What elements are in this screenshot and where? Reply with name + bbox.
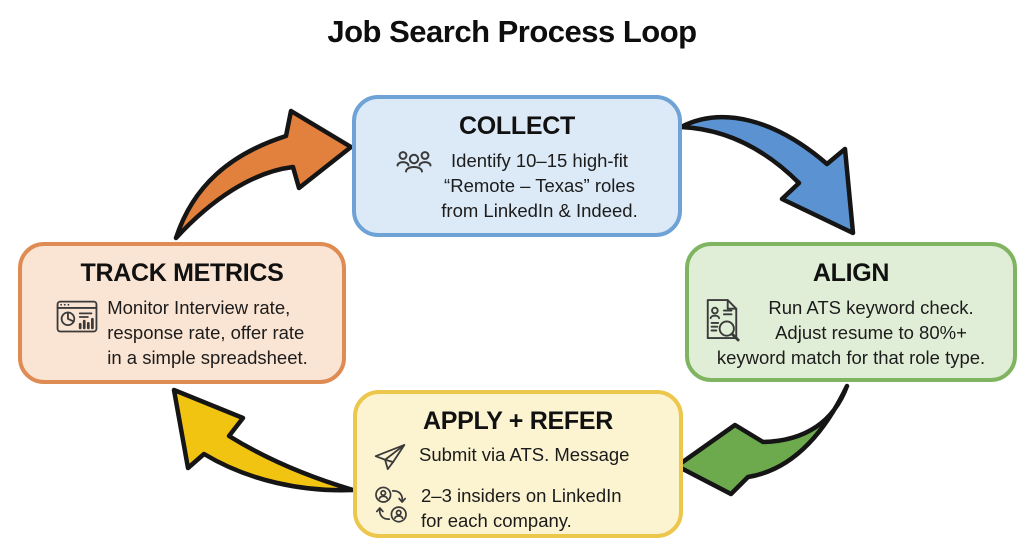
collect-line: from LinkedIn & Indeed.	[441, 200, 638, 221]
dashboard-icon	[56, 298, 98, 370]
collect-line: “Remote – Texas” roles	[444, 175, 635, 196]
page-title: Job Search Process Loop	[327, 14, 697, 49]
track-metrics-line: response rate, offer rate	[107, 322, 305, 343]
align-to-apply-arrow	[674, 383, 850, 497]
apply-refer-box: APPLY + REFER Submit via ATS. Message	[353, 390, 683, 538]
align-title: ALIGN	[812, 259, 890, 287]
align-line: Run ATS keyword check.	[768, 297, 974, 318]
track-metrics-title: TRACK METRICS	[80, 259, 284, 287]
apply-to-track-arrow	[171, 387, 356, 493]
apply-refer-title: APPLY + REFER	[423, 407, 613, 435]
apply-line: for each company.	[421, 510, 572, 531]
align-box: ALIGN Run ATS keyword check. Adjust resu…	[685, 242, 1017, 382]
collect-to-align-arrow	[678, 115, 856, 236]
apply-line: Submit via ATS. Message	[419, 444, 630, 465]
track-metrics-line: Monitor Interview rate,	[107, 297, 291, 318]
people-group-icon	[396, 148, 432, 223]
track-metrics-line: in a simple spreadsheet.	[107, 347, 308, 368]
referral-icon	[373, 484, 409, 532]
collect-title: COLLECT	[459, 112, 575, 140]
align-line: keyword match for that role type.	[716, 347, 986, 368]
resume-search-icon	[703, 298, 741, 349]
collect-line: Identify 10–15 high-fit	[451, 150, 628, 171]
apply-line: 2–3 insiders on LinkedIn	[421, 485, 622, 506]
collect-box: COLLECT Identify 10–15 high-fit “Remote …	[352, 95, 682, 237]
track-metrics-box: TRACK METRICS Monitor Interview rate, re…	[18, 242, 346, 384]
paper-plane-icon	[373, 443, 407, 478]
track-to-collect-arrow	[173, 108, 354, 241]
align-line: Adjust resume to 80%+	[775, 322, 967, 343]
